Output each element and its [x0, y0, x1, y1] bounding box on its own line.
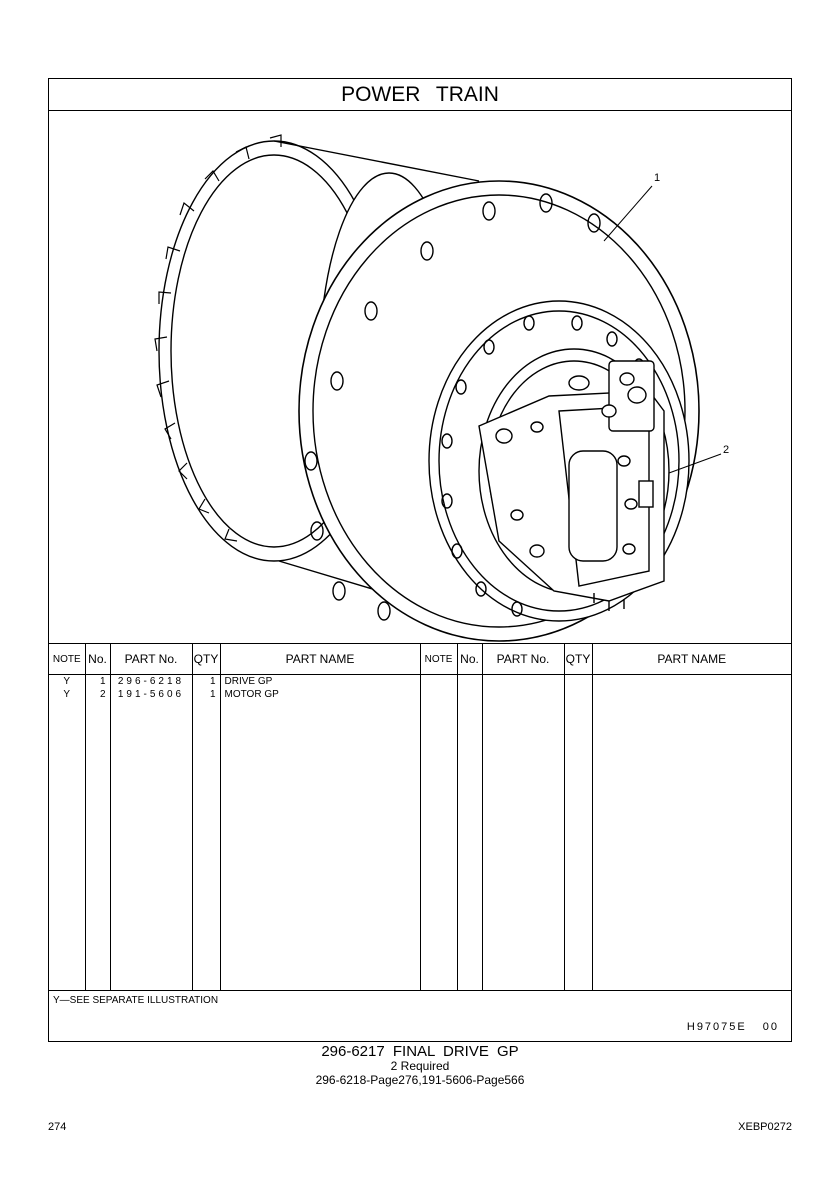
col-no: No. [85, 643, 111, 675]
required-quantity: 2 Required [390, 1059, 450, 1073]
illustration-reference: H97075E 00 [687, 1021, 779, 1033]
note-cell: Y [49, 688, 86, 701]
col-no-right: No. [457, 643, 483, 675]
col-part-name-right: PART NAME [592, 643, 791, 675]
group-title: 296-6217 FINAL DRIVE GP [321, 1043, 519, 1060]
part-name: DRIVE GP [220, 674, 421, 688]
parts-page-frame: POWER TRAIN [48, 78, 792, 1042]
table-row: Y 1 296-6218 1 DRIVE GP [49, 674, 791, 688]
page-number: 274 [48, 1121, 67, 1133]
illustration-revision: 00 [762, 1021, 779, 1033]
quantity: 1 [192, 688, 221, 701]
table-header-row: NOTE No. PART No. QTY PART NAME NOTE No.… [49, 643, 791, 675]
col-part-no-right: PART No. [482, 643, 565, 675]
footnote: Y—SEE SEPARATE ILLUSTRATION [49, 990, 791, 1010]
page-references: 296-6218-Page276,191-5606-Page566 [315, 1073, 525, 1087]
group-caption: 296-6217 FINAL DRIVE GP 2 Required 296-6… [0, 1044, 840, 1088]
illustration-code: H97075E [686, 1021, 747, 1033]
section-title: POWER TRAIN [49, 79, 791, 111]
item-number: 1 [85, 674, 111, 688]
final-drive-illustration: 1 2 [154, 134, 729, 642]
part-name: MOTOR GP [220, 688, 421, 701]
callout-1: 1 [654, 172, 660, 184]
col-qty-right: QTY [564, 643, 593, 675]
callout-2: 2 [723, 444, 729, 456]
table-filler-row [49, 701, 791, 990]
part-number: 296-6218 [110, 674, 193, 688]
motor-valve-block [478, 360, 665, 611]
col-part-no: PART No. [110, 643, 193, 675]
item-number: 2 [85, 688, 111, 701]
part-number: 191-5606 [110, 688, 193, 701]
leader-line-1 [603, 185, 653, 242]
col-note-right: NOTE [420, 643, 458, 675]
quantity: 1 [192, 674, 221, 688]
col-qty: QTY [192, 643, 221, 675]
note-cell: Y [49, 674, 86, 688]
gear-teeth [154, 134, 282, 542]
col-part-name: PART NAME [220, 643, 421, 675]
flange-bolt-holes [304, 193, 601, 621]
col-note: NOTE [49, 643, 86, 675]
parts-table: NOTE No. PART No. QTY PART NAME NOTE No.… [49, 643, 791, 990]
table-row: Y 2 191-5606 1 MOTOR GP [49, 688, 791, 701]
leader-line-2 [668, 453, 722, 474]
publication-code: XEBP0272 [738, 1121, 792, 1133]
